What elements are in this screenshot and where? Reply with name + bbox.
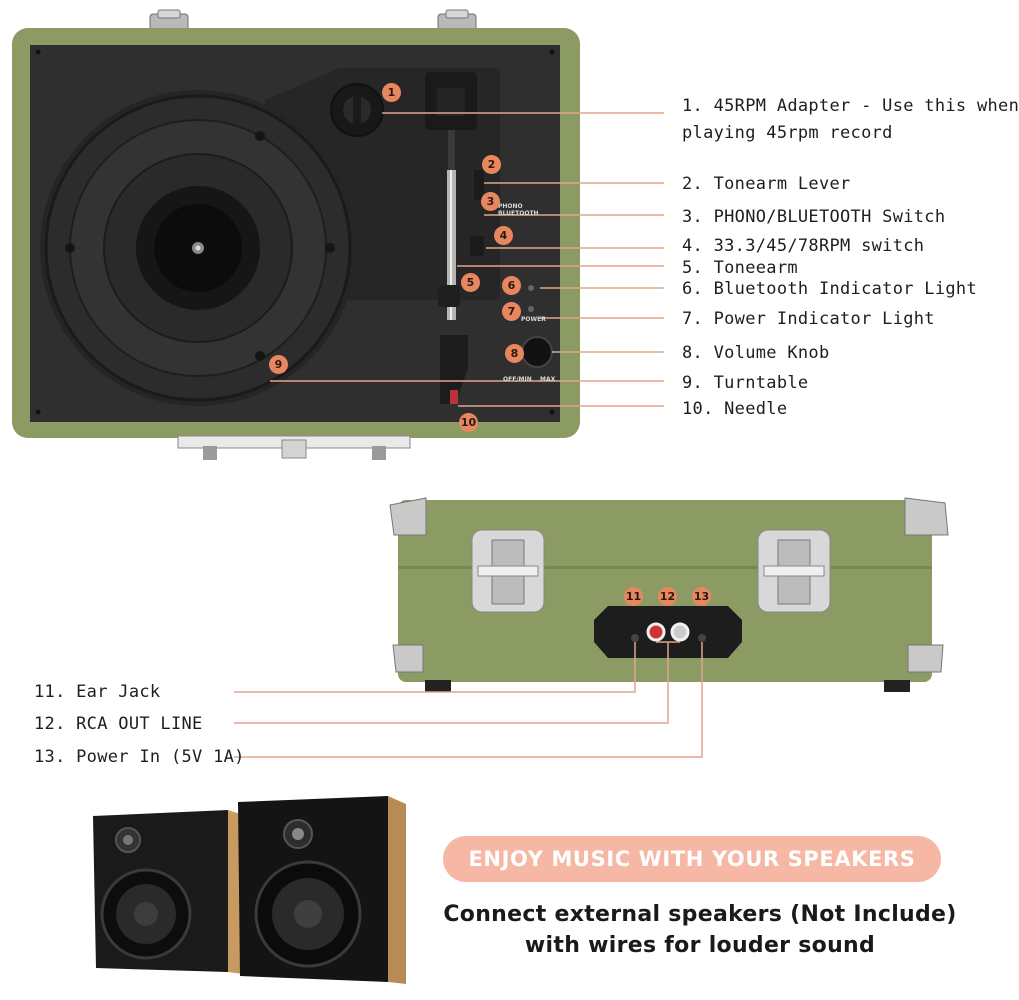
callout-5: 5. Toneearm	[682, 258, 798, 278]
badge-3: 3	[481, 192, 500, 211]
rear-latch-right	[757, 529, 831, 613]
bluetooth-switch-label: BLUETOOTH	[498, 210, 539, 217]
leader-lines	[270, 112, 664, 407]
callout-9: 9. Turntable	[682, 373, 809, 393]
badge-12: 12	[658, 587, 677, 606]
callout-1-line2: playing 45rpm record	[682, 123, 893, 143]
callout-4: 4. 33.3/45/78RPM switch	[682, 236, 925, 256]
promo-line-1: Connect external speakers (Not Include)	[443, 902, 957, 927]
power-label: POWER	[521, 316, 546, 323]
badge-9: 9	[269, 355, 288, 374]
promo-pill: ENJOY MUSIC WITH YOUR SPEAKERS	[443, 836, 941, 882]
callout-10: 10. Needle	[682, 399, 788, 419]
platter	[40, 90, 356, 406]
badge-2: 2	[482, 155, 501, 174]
badge-10: 10	[459, 413, 478, 432]
turntable-top-view	[12, 9, 664, 460]
callout-1-line1: 1. 45RPM Adapter - Use this when	[682, 96, 1019, 116]
badge-11: 11	[624, 587, 643, 606]
badge-4: 4	[494, 226, 513, 245]
callout-3: 3. PHONO/BLUETOOTH Switch	[682, 207, 946, 227]
badge-13: 13	[692, 587, 711, 606]
max-label: MAX	[540, 376, 556, 383]
callout-6: 6. Bluetooth Indicator Light	[682, 279, 977, 299]
top-hinge-right	[437, 9, 477, 31]
badge-1: 1	[382, 83, 401, 102]
callout-2: 2. Tonearm Lever	[682, 174, 851, 194]
badge-8: 8	[505, 344, 524, 363]
45rpm-adapter	[330, 83, 384, 137]
callout-11: 11. Ear Jack	[34, 682, 161, 702]
rear-leader-lines	[234, 641, 703, 758]
bookshelf-speakers	[93, 796, 406, 984]
callout-13: 13. Power In (5V 1A)	[34, 747, 245, 767]
badge-7: 7	[502, 302, 521, 321]
callout-8: 8. Volume Knob	[682, 343, 830, 363]
volume-knob-graphic	[521, 336, 553, 368]
callout-7: 7. Power Indicator Light	[682, 309, 935, 329]
badge-6: 6	[502, 276, 521, 295]
top-hinge-left	[149, 9, 189, 31]
off-min-label: OFF/MIN	[503, 376, 532, 383]
rear-latch-left	[471, 529, 545, 613]
promo-line-2: with wires for louder sound	[524, 933, 876, 958]
badge-5: 5	[461, 273, 480, 292]
callout-12: 12. RCA OUT LINE	[34, 714, 203, 734]
front-latch	[177, 435, 411, 460]
phono-label: PHONO	[498, 203, 523, 210]
tonearm	[425, 72, 484, 404]
suitcase-rear-view	[234, 497, 949, 758]
rear-jack-panel	[594, 606, 742, 658]
